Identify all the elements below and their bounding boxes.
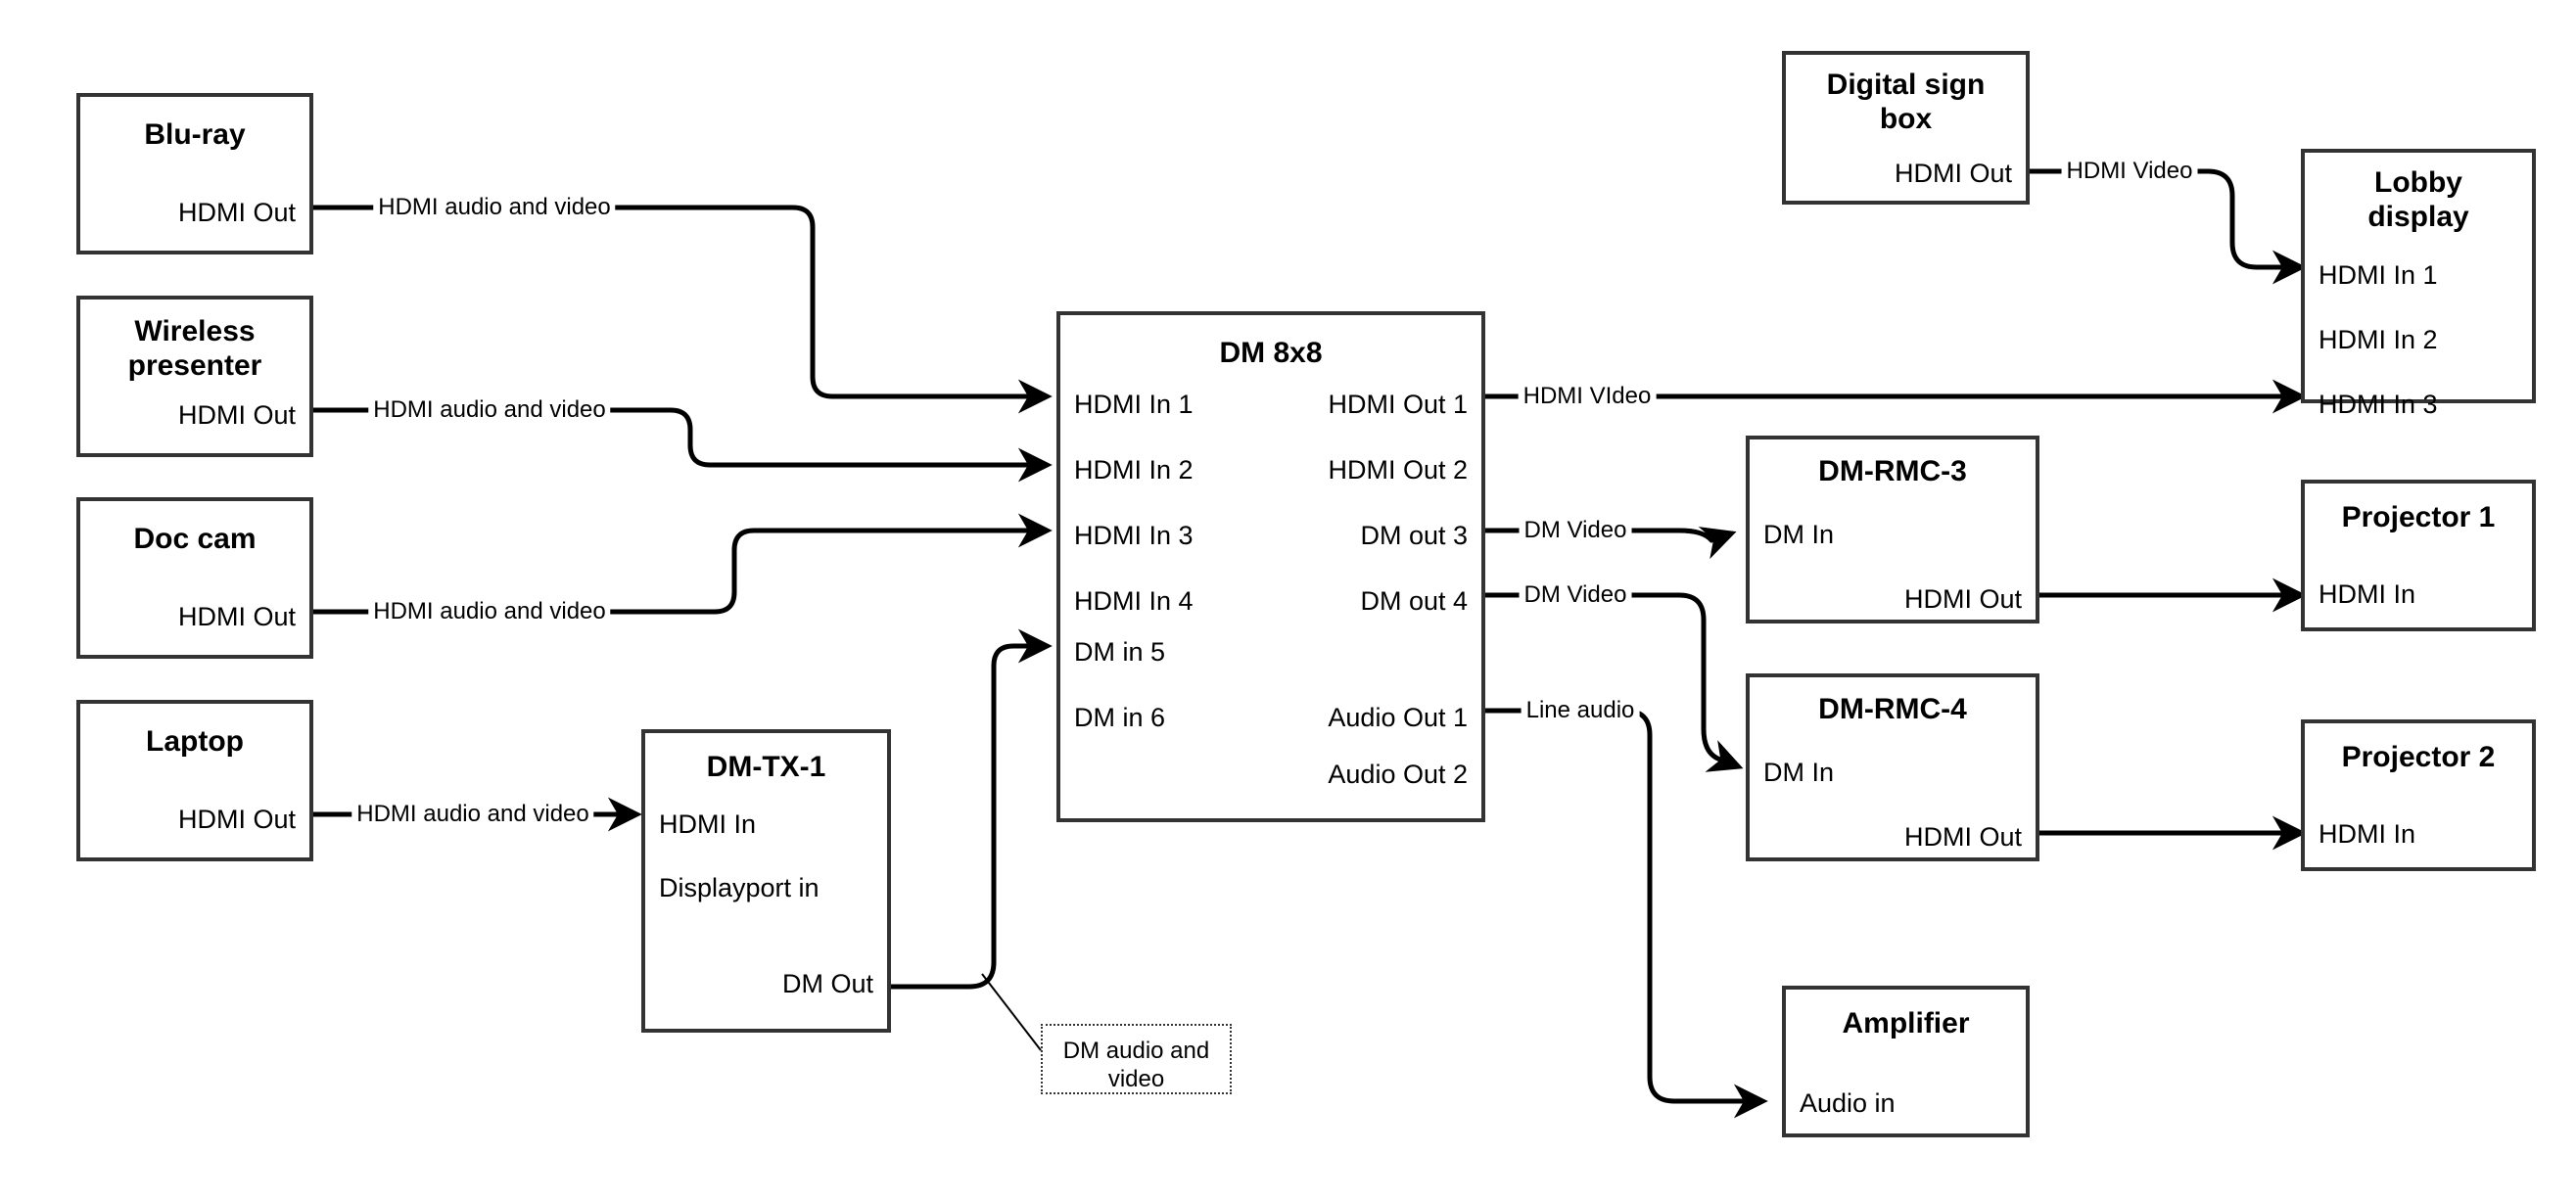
node-projector-2[interactable]: Projector 2 HDMI In (2301, 719, 2536, 871)
node-dm-rmc-4[interactable]: DM-RMC-4 DM In HDMI Out (1746, 673, 2039, 861)
wire-label-doccam: HDMI audio and video (368, 600, 611, 624)
port-rmc3-dm-in[interactable]: DM In (1763, 520, 1835, 549)
node-lobby-display[interactable]: Lobby display HDMI In 1 HDMI In 2 HDMI I… (2301, 149, 2536, 418)
port-dm8x8-hdmi-in-3[interactable]: HDMI In 3 (1074, 521, 1194, 550)
port-dm8x8-hdmi-out-1[interactable]: HDMI Out 1 (1328, 390, 1468, 419)
node-digital-sign-box[interactable]: Digital sign box HDMI Out (1782, 51, 2030, 205)
node-dm-8x8-title: DM 8x8 (1219, 337, 1323, 369)
port-dm8x8-hdmi-in-2[interactable]: HDMI In 2 (1074, 455, 1194, 485)
port-dm8x8-hdmi-out-2[interactable]: HDMI Out 2 (1328, 455, 1468, 485)
node-wireless-presenter-title: Wireless presenter (127, 315, 262, 382)
wire-bluray-to-dm-in1 (313, 205, 1053, 414)
port-dmtx1-displayport-in[interactable]: Displayport in (659, 873, 820, 902)
port-lobby-hdmi-in-2[interactable]: HDMI In 2 (2318, 325, 2438, 354)
port-digital-sign-hdmi-out[interactable]: HDMI Out (1894, 159, 2012, 188)
port-laptop-hdmi-out[interactable]: HDMI Out (177, 805, 296, 834)
wire-label-audioout1: Line audio (1521, 699, 1640, 722)
wire-label-dmout4: DM Video (1519, 583, 1632, 607)
port-projector1-hdmi-in[interactable]: HDMI In (2318, 579, 2416, 609)
port-dm8x8-audio-out-1[interactable]: Audio Out 1 (1328, 703, 1468, 732)
node-dm-rmc-3[interactable]: DM-RMC-3 DM In HDMI Out (1746, 436, 2039, 624)
wire-dm-audioout1-to-amp (1485, 708, 1768, 1119)
note-dm-audio-and-video: DM audio and video (1041, 1024, 1232, 1094)
node-digital-sign-box-title: Digital sign box (1826, 69, 1986, 135)
wire-label-bluray: HDMI audio and video (373, 196, 616, 219)
node-doc-cam-title: Doc cam (133, 523, 257, 555)
port-dm8x8-hdmi-in-1[interactable]: HDMI In 1 (1074, 390, 1194, 419)
port-doccam-hdmi-out[interactable]: HDMI Out (177, 602, 296, 631)
port-dm8x8-hdmi-in-4[interactable]: HDMI In 4 (1074, 586, 1194, 616)
node-lobby-display-title: Lobby display (2367, 166, 2469, 233)
port-rmc4-hdmi-out[interactable]: HDMI Out (1903, 822, 2022, 852)
node-dm-tx-1[interactable]: DM-TX-1 HDMI In Displayport in DM Out (641, 729, 891, 1033)
wire-dmtx1-to-dm-in5 (891, 628, 1053, 990)
port-dm8x8-dm-in-6[interactable]: DM in 6 (1074, 703, 1166, 732)
node-projector-1-title: Projector 1 (2341, 501, 2496, 533)
port-rmc4-dm-in[interactable]: DM In (1763, 758, 1835, 787)
node-amplifier-title: Amplifier (1842, 1007, 1970, 1039)
wire-label-wireless: HDMI audio and video (368, 398, 611, 422)
wire-label-dmout3: DM Video (1519, 519, 1632, 542)
port-dm8x8-dm-out-4[interactable]: DM out 4 (1360, 586, 1468, 616)
port-dm8x8-dm-in-5[interactable]: DM in 5 (1074, 637, 1166, 667)
node-projector-1[interactable]: Projector 1 HDMI In (2301, 480, 2536, 631)
port-wireless-hdmi-out[interactable]: HDMI Out (177, 400, 296, 430)
port-dm8x8-audio-out-2[interactable]: Audio Out 2 (1328, 760, 1468, 789)
node-doc-cam[interactable]: Doc cam HDMI Out (76, 497, 313, 659)
node-bluray[interactable]: Blu-ray HDMI Out (76, 93, 313, 254)
node-dm-8x8[interactable]: DM 8x8 HDMI In 1 HDMI In 2 HDMI In 3 HDM… (1056, 311, 1485, 822)
port-amplifier-audio-in[interactable]: Audio in (1800, 1088, 1896, 1118)
node-laptop-title: Laptop (146, 725, 244, 758)
node-dm-rmc-4-title: DM-RMC-4 (1818, 693, 1967, 725)
port-rmc3-hdmi-out[interactable]: HDMI Out (1903, 584, 2022, 614)
port-dm8x8-dm-out-3[interactable]: DM out 3 (1360, 521, 1468, 550)
port-projector2-hdmi-in[interactable]: HDMI In (2318, 819, 2416, 849)
wire-sign-to-lobby-in1 (2030, 168, 2307, 285)
node-wireless-presenter[interactable]: Wireless presenter HDMI Out (76, 296, 313, 457)
port-dmtx1-dm-out[interactable]: DM Out (781, 969, 873, 998)
wire-label-hdmiout1: HDMI VIdeo (1518, 385, 1657, 408)
wire-label-laptop: HDMI audio and video (351, 803, 594, 826)
wire-dm-out4-to-rmc4 (1485, 592, 1744, 772)
note-dm-audio-and-video-text: DM audio and video (1062, 1038, 1210, 1092)
node-projector-2-title: Projector 2 (2341, 741, 2496, 773)
wire-label-sign-to-lobby: HDMI Video (2061, 160, 2198, 183)
port-lobby-hdmi-in-3[interactable]: HDMI In 3 (2318, 390, 2438, 419)
port-bluray-hdmi-out[interactable]: HDMI Out (177, 198, 296, 227)
node-dm-tx-1-title: DM-TX-1 (706, 751, 826, 783)
port-dmtx1-hdmi-in[interactable]: HDMI In (659, 809, 757, 839)
wire-callout-leader (981, 973, 1042, 1051)
node-bluray-title: Blu-ray (144, 118, 246, 151)
node-amplifier[interactable]: Amplifier Audio in (1782, 986, 2030, 1137)
node-dm-rmc-3-title: DM-RMC-3 (1818, 455, 1967, 487)
port-lobby-hdmi-in-1[interactable]: HDMI In 1 (2318, 260, 2438, 290)
node-laptop[interactable]: Laptop HDMI Out (76, 700, 313, 861)
